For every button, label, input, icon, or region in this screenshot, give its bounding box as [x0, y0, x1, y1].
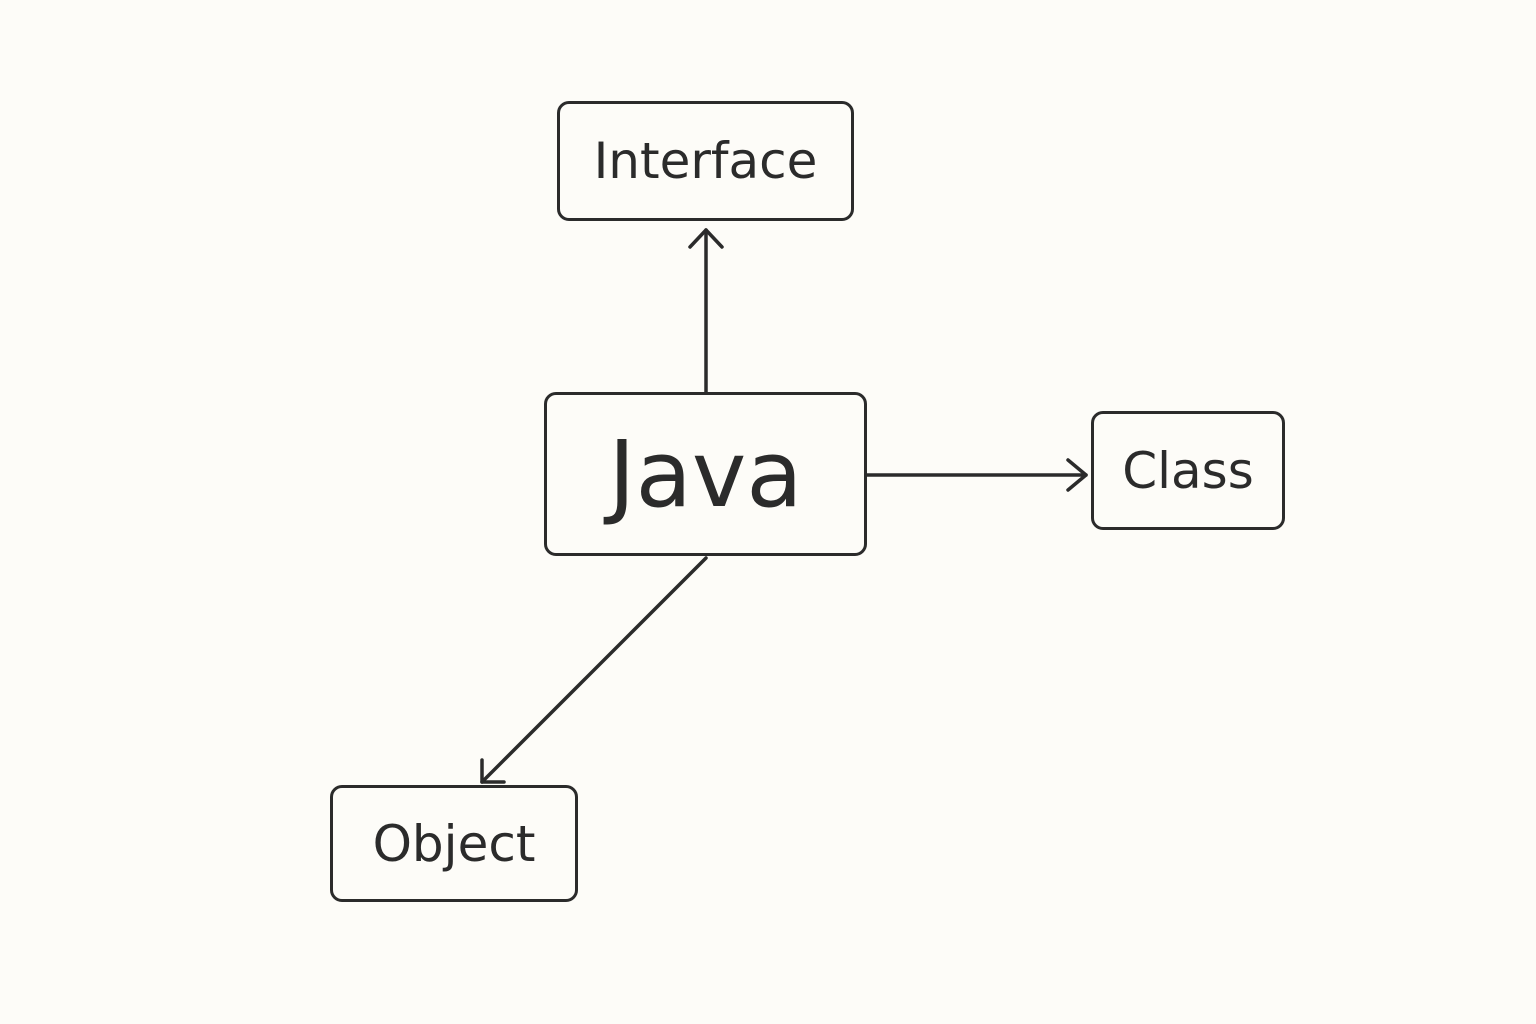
class-node: Class: [1091, 411, 1285, 530]
object-node: Object: [330, 785, 578, 902]
edge-java-to-object: [480, 556, 708, 784]
edge-java-to-class: [865, 458, 1088, 492]
object-node-label: Object: [372, 814, 536, 873]
class-node-label: Class: [1122, 441, 1254, 500]
java-node: Java: [544, 392, 867, 556]
edge-java-to-interface: [688, 228, 724, 394]
interface-node-label: Interface: [593, 132, 818, 190]
java-node-label: Java: [608, 420, 803, 528]
interface-node: Interface: [557, 101, 854, 221]
